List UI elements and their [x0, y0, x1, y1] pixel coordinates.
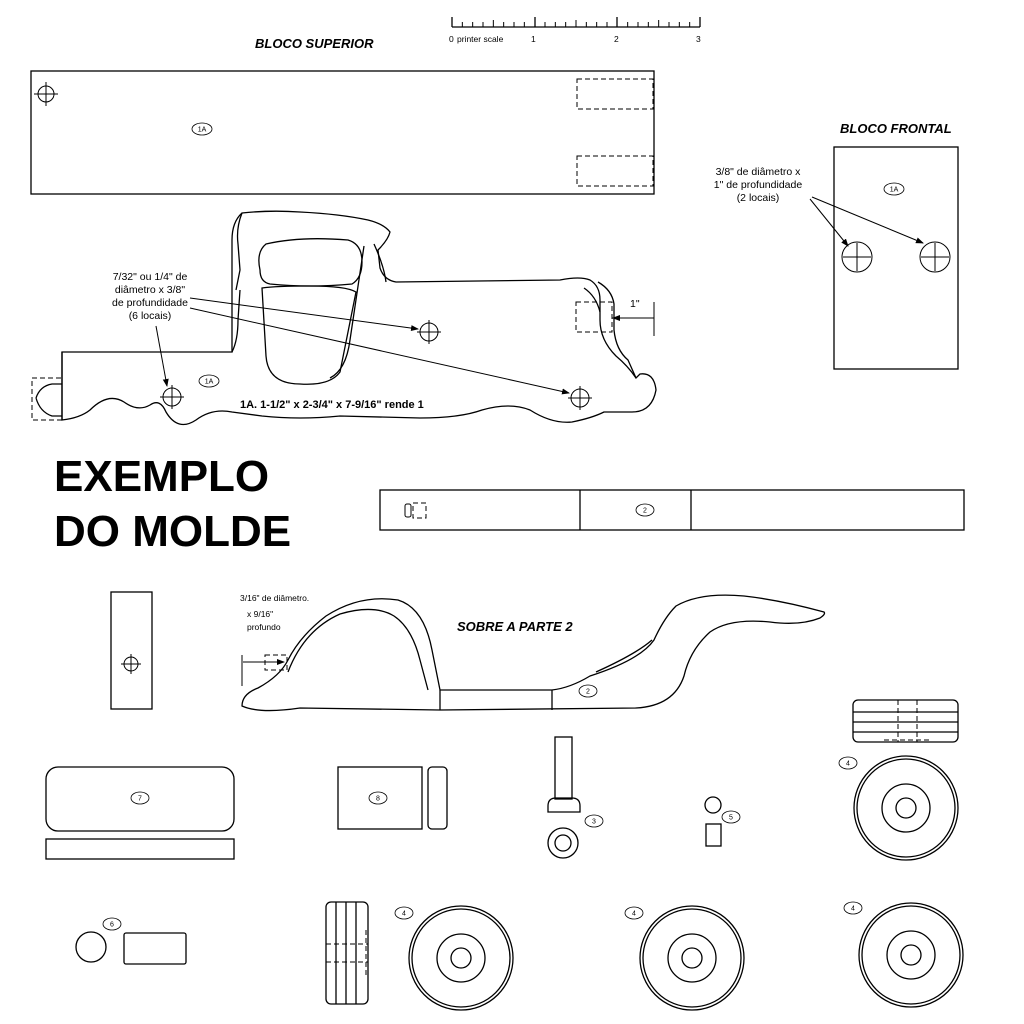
side-leader-1 [155, 325, 169, 387]
top-block: BLOCO SUPERIOR 1A [30, 36, 655, 195]
part-5-tag: 5 [729, 815, 733, 822]
side-leader-3 [189, 307, 570, 395]
side-body-size: 1A. 1-1/2" x 2-3/4" x 7-9/16" rende 1 [240, 399, 424, 411]
part-5: 5 [704, 796, 741, 847]
frame-hole-note-3: profundo [247, 622, 281, 632]
top-block-title: BLOCO SUPERIOR [255, 36, 374, 51]
frame-hole-note-2: x 9/16" [247, 609, 273, 619]
front-note-line-2: 1" de profundidade [714, 179, 803, 191]
wheel-2-icon: 4 [394, 905, 514, 1011]
front-block: BLOCO FRONTAL 1A 3/8" de diâmetro x 1" d… [714, 121, 959, 370]
headline-line-1: EXEMPLO [54, 452, 269, 501]
part-6-tag: 6 [110, 922, 114, 929]
frame-hole-note-1: 3/16" de diâmetro. [240, 593, 309, 603]
front-note-line-1: 3/8" de diâmetro x [716, 166, 802, 178]
wheel-2-tag: 4 [402, 911, 406, 918]
front-block-tag: 1A [890, 187, 899, 194]
frame-side-view: 3/16" de diâmetro. x 9/16" profundo SOBR… [240, 593, 826, 712]
part-7-tag: 7 [138, 796, 142, 803]
frame-top-view: 2 [379, 489, 965, 531]
front-hole-left-icon [841, 241, 873, 273]
side-note-line-3: de profundidade [112, 297, 188, 309]
side-hole-2-icon [417, 320, 441, 344]
printer-scale: 0 printer scale 1 2 3 [449, 17, 701, 44]
front-hole-right-icon [919, 241, 951, 273]
side-note-line-1: 7/32" ou 1/4" de [113, 271, 188, 283]
wheel-edge-view-1 [852, 699, 959, 743]
side-hole-1-icon [160, 385, 184, 409]
scale-tick-0: 0 [449, 34, 454, 44]
side-body-tag: 1A [205, 379, 214, 386]
part-8-tag: 8 [376, 796, 380, 803]
part-3-tag: 3 [592, 819, 596, 826]
side-note-line-2: diâmetro x 3/8" [115, 284, 186, 296]
side-note-line-4: (6 locais) [129, 310, 172, 322]
wheel-4-tag: 4 [851, 906, 855, 913]
frame-top-tag: 2 [643, 508, 647, 515]
scale-caption: printer scale [457, 34, 504, 44]
part-6: 6 [75, 917, 187, 965]
frame-side-tag: 2 [586, 689, 590, 696]
wheel-4-icon: 4 [843, 901, 964, 1008]
wheel-3-tag: 4 [632, 911, 636, 918]
frame-side-title: SOBRE A PARTE 2 [457, 619, 573, 634]
wheel-3-icon: 4 [624, 905, 745, 1011]
side-hole-3-icon [568, 386, 592, 410]
wheel-1-tag: 4 [846, 761, 850, 768]
front-block-title: BLOCO FRONTAL [840, 121, 952, 136]
side-leader-2 [189, 297, 419, 332]
dimension-label: 1" [630, 298, 640, 310]
scale-tick-3: 3 [696, 34, 701, 44]
headline-line-2: DO MOLDE [54, 507, 291, 556]
side-body: 1" 7/32" ou 1/4" de diâmetro x 3/8" de p… [31, 210, 657, 426]
small-block [110, 591, 153, 710]
wheel-1-icon: 4 [838, 755, 959, 861]
crosshair-hole-icon [34, 82, 58, 106]
top-block-tag: 1A [198, 127, 207, 134]
front-leader-1 [809, 198, 849, 247]
front-note-line-3: (2 locais) [737, 192, 780, 204]
part-3: 3 [547, 736, 604, 859]
small-block-hole-icon [121, 654, 141, 674]
scale-tick-2: 2 [614, 34, 619, 44]
wheel-edge-view-2 [325, 901, 369, 1005]
part-8: 8 [337, 766, 448, 830]
front-leader-2 [811, 196, 924, 244]
scale-tick-1: 1 [531, 34, 536, 44]
part-7: 7 [45, 766, 235, 860]
